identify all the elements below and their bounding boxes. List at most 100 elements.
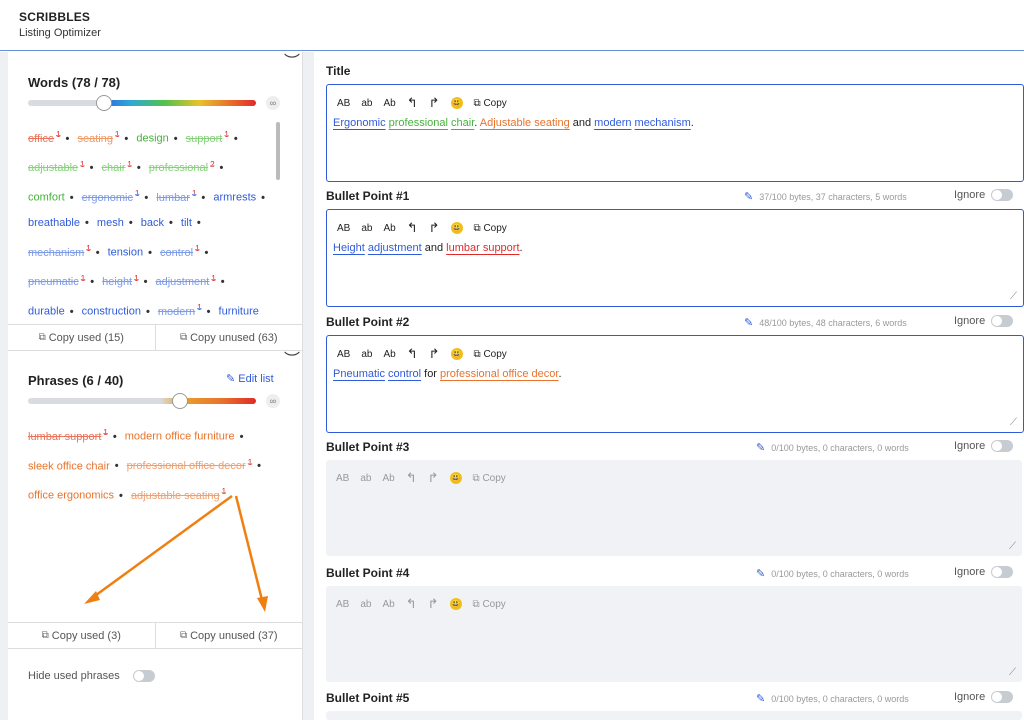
phrases-slider[interactable] <box>28 393 256 409</box>
words-scrollbar[interactable] <box>276 122 280 180</box>
copy-button[interactable]: ⧉ Copy <box>472 598 506 610</box>
word-chip[interactable]: mesh <box>97 217 124 229</box>
redo-icon[interactable]: ↱ <box>428 346 440 361</box>
resize-grip-icon[interactable]: ⟋ <box>1009 667 1016 678</box>
collapse-phrases-icon[interactable]: ︶ <box>284 352 301 369</box>
emoji-icon[interactable]: 😃 <box>450 222 463 234</box>
pencil-icon[interactable]: ✎ <box>756 442 766 454</box>
phrases-copy-unused-button[interactable]: ⧉Copy unused (37) <box>154 623 303 648</box>
titlecase-button[interactable]: Ab <box>382 472 395 484</box>
word-chip[interactable]: furniture <box>219 306 259 318</box>
pencil-icon[interactable]: ✎ <box>756 693 766 705</box>
resize-grip-icon[interactable]: ⟋ <box>1009 541 1016 552</box>
emoji-icon[interactable]: 😃 <box>449 472 462 484</box>
word-chip[interactable]: durable <box>28 306 65 318</box>
pencil-icon[interactable]: ✎ <box>744 317 754 329</box>
titlecase-button[interactable]: Ab <box>383 348 396 360</box>
lowercase-button[interactable]: ab <box>361 97 373 109</box>
bullet-3-editor[interactable]: AB ab Ab ↰ ↱ 😃 ⧉ Copy ⟋ <box>326 460 1022 556</box>
words-copy-unused-button[interactable]: ⧉Copy unused (63) <box>154 325 303 350</box>
uppercase-button[interactable]: AB <box>337 97 351 109</box>
bullet-1-ignore-toggle[interactable] <box>991 189 1014 202</box>
resize-grip-icon[interactable]: ⟋ <box>1010 417 1017 428</box>
phrase-chip[interactable]: sleek office chair <box>28 460 110 472</box>
uppercase-button[interactable]: AB <box>337 222 351 234</box>
word-chip[interactable]: design <box>136 133 168 145</box>
undo-icon[interactable]: ↰ <box>406 220 418 235</box>
word-chip[interactable]: construction <box>82 306 141 318</box>
phrase-chip[interactable]: office ergonomics <box>28 490 114 502</box>
copy-button[interactable]: ⧉ Copy <box>473 348 507 360</box>
phrases-copy-used-button[interactable]: ⧉Copy used (3) <box>41 629 121 642</box>
emoji-icon[interactable]: 😃 <box>450 348 463 360</box>
word-chip[interactable]: tilt <box>181 217 192 229</box>
copy-button[interactable]: ⧉ Copy <box>473 222 507 234</box>
phrases-link-icon[interactable]: ∞ <box>266 394 280 408</box>
word-chip[interactable]: comfort <box>28 192 65 204</box>
bullet-1-editor[interactable]: AB ab Ab ↰ ↱ 😃 ⧉ Copy Height adjustment … <box>326 209 1024 307</box>
copy-button[interactable]: ⧉ Copy <box>472 472 506 484</box>
phrases-slider-knob[interactable] <box>172 393 188 409</box>
redo-icon[interactable]: ↱ <box>428 95 440 110</box>
bullet-4-ignore-toggle[interactable] <box>991 566 1014 579</box>
collapse-words-icon[interactable]: ︶ <box>284 54 301 71</box>
word-chip[interactable]: breathable <box>28 217 80 229</box>
titlecase-button[interactable]: Ab <box>383 97 396 109</box>
uppercase-button[interactable]: AB <box>336 598 350 610</box>
hide-used-phrases-toggle[interactable] <box>132 670 155 683</box>
bullet-3-ignore-toggle[interactable] <box>991 440 1014 453</box>
words-slider-knob[interactable] <box>96 95 112 111</box>
bullet-4-editor[interactable]: AB ab Ab ↰ ↱ 😃 ⧉ Copy ⟋ <box>326 586 1022 682</box>
redo-icon[interactable]: ↱ <box>427 470 439 485</box>
edit-list-button[interactable]: ✎ Edit list <box>226 373 274 385</box>
word-chip[interactable]: tension <box>108 247 143 259</box>
undo-icon[interactable]: ↰ <box>405 470 417 485</box>
uppercase-button[interactable]: AB <box>336 472 350 484</box>
lowercase-button[interactable]: ab <box>360 598 372 610</box>
undo-icon[interactable]: ↰ <box>405 596 417 611</box>
lowercase-button[interactable]: ab <box>360 472 372 484</box>
redo-icon[interactable]: ↱ <box>428 220 440 235</box>
uppercase-button[interactable]: AB <box>337 348 351 360</box>
word-chip[interactable]: back <box>141 217 164 229</box>
lowercase-button[interactable]: ab <box>361 222 373 234</box>
resize-grip-icon[interactable]: ⟋ <box>1010 291 1017 302</box>
word-chip[interactable]: armrests <box>213 192 256 204</box>
copy-button[interactable]: ⧉ Copy <box>473 97 507 109</box>
emoji-icon[interactable]: 😃 <box>450 97 463 109</box>
bullet-5-ignore-toggle[interactable] <box>991 691 1014 704</box>
undo-icon[interactable]: ↰ <box>406 346 418 361</box>
phrase-chip[interactable]: modern office furniture <box>125 431 235 443</box>
words-link-icon[interactable]: ∞ <box>266 96 280 110</box>
title-editor[interactable]: AB ab Ab ↰ ↱ 😃 ⧉ Copy Ergonomic professi… <box>326 84 1024 182</box>
words-copy-used-button[interactable]: ⧉Copy used (15) <box>38 331 124 344</box>
bullet-2-ignore-toggle[interactable] <box>991 315 1014 328</box>
titlecase-button[interactable]: Ab <box>383 222 396 234</box>
lowercase-button[interactable]: ab <box>361 348 373 360</box>
bullet-2-editor[interactable]: AB ab Ab ↰ ↱ 😃 ⧉ Copy Pneumatic control … <box>326 335 1024 433</box>
redo-icon[interactable]: ↱ <box>427 596 439 611</box>
bullet-5-editor[interactable] <box>326 711 1022 720</box>
titlecase-button[interactable]: Ab <box>382 598 395 610</box>
pencil-icon[interactable]: ✎ <box>756 568 766 580</box>
emoji-icon[interactable]: 😃 <box>449 598 462 610</box>
undo-icon[interactable]: ↰ <box>406 95 418 110</box>
words-slider[interactable] <box>28 95 256 111</box>
